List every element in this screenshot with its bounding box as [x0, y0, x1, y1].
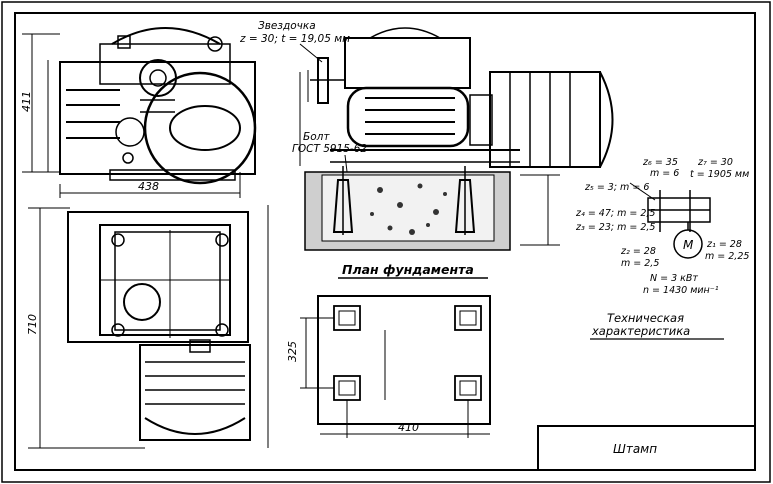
plan-height-dimension: 710 [26, 314, 39, 335]
kinematic-z7: z₇ = 30 [697, 157, 733, 168]
inner-frame [14, 12, 756, 471]
side-view-drawing [59, 27, 257, 185]
kinematic-t7: t = 1905 мм [690, 169, 749, 180]
side-height-dimension: 411 [20, 91, 33, 112]
title-block-box [537, 425, 756, 471]
foundation-section [304, 166, 511, 251]
foundation-plan-caption: План фундамента [342, 262, 474, 277]
kinematic-diagram [629, 182, 711, 259]
bolt-standard: ГОСТ 5915-62 [292, 143, 367, 155]
kinematic-m2: m = 2,5 [621, 258, 659, 269]
motor-speed: n = 1430 мин⁻¹ [643, 285, 719, 296]
plan-view-dimensions [28, 205, 269, 449]
side-width-dimension: 438 [138, 180, 159, 193]
motor-power: N = 3 кВт [650, 273, 698, 284]
foundation-width-dimension: 410 [398, 421, 419, 434]
kinematic-z1: z₁ = 28 [706, 239, 742, 250]
side-view-dimensions [22, 33, 241, 198]
bolt-label: Болт [303, 131, 330, 143]
foundation-plan [300, 295, 491, 438]
front-view-dimensions [299, 70, 560, 246]
plan-view-drawing [67, 211, 251, 441]
foundation-height-dimension: 325 [286, 341, 299, 362]
kinematic-m1: m = 2,25 [705, 251, 749, 262]
kinematic-z4: z₄ = 47; m = 2,5 [575, 208, 655, 219]
kinematic-m6: m = 6 [650, 168, 679, 179]
tech-spec-caption-line2: характеристика [591, 324, 690, 338]
motor-letter: M [683, 238, 694, 252]
sprocket-spec: z = 30; t = 19,05 мм [239, 33, 350, 45]
title-block-label: Штамп [613, 442, 657, 456]
kinematic-z6: z₆ = 35 [642, 157, 678, 168]
kinematic-z2: z₂ = 28 [620, 246, 656, 257]
tech-spec-caption-line1: Техническая [607, 311, 684, 325]
front-view-drawing [310, 27, 614, 168]
sprocket-title: Звездочка [258, 20, 316, 32]
kinematic-z5: z₅ = 3; m = 6 [584, 182, 649, 193]
kinematic-z3: z₃ = 23; m = 2,5 [575, 222, 655, 233]
sprocket-leader [299, 43, 323, 63]
